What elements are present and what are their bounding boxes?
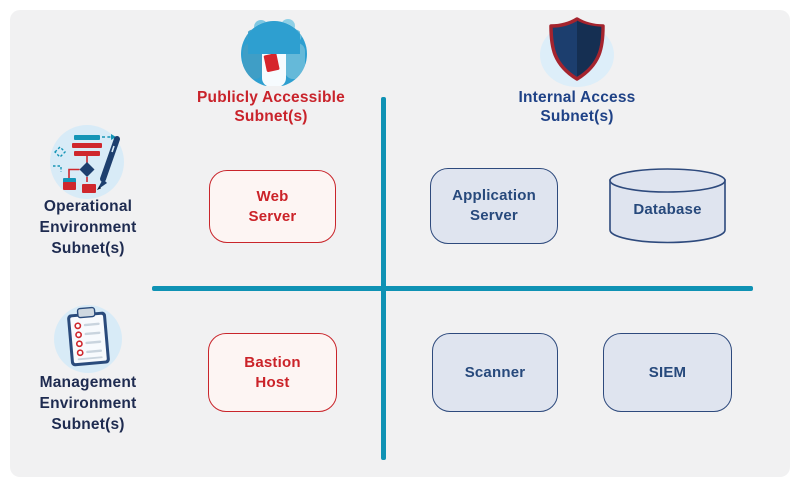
row-header-management: Management Environment Subnet(s): [39, 374, 137, 433]
people-group-icon: [232, 12, 316, 87]
clipboard-checklist-icon: [48, 300, 128, 378]
database-label: Database: [633, 201, 702, 218]
node-database: Database: [608, 167, 727, 245]
node-bastion-host: Bastion Host: [208, 333, 337, 412]
node-web-server: Web Server: [209, 170, 336, 243]
node-siem: SIEM: [603, 333, 732, 412]
column-header-internal-access: Internal Access Subnet(s): [518, 89, 636, 125]
diagram-canvas: Publicly Accessible Subnet(s) Internal A…: [10, 10, 790, 477]
horizontal-divider-line: [152, 286, 753, 291]
node-scanner: Scanner: [432, 333, 558, 412]
flowchart-pen-icon: [45, 122, 131, 202]
row-header-operational: Operational Environment Subnet(s): [39, 198, 137, 257]
shield-icon: [537, 13, 617, 89]
column-header-publicly-accessible: Publicly Accessible Subnet(s): [197, 89, 345, 125]
node-application-server: Application Server: [430, 168, 558, 244]
vertical-divider-line: [381, 97, 386, 460]
